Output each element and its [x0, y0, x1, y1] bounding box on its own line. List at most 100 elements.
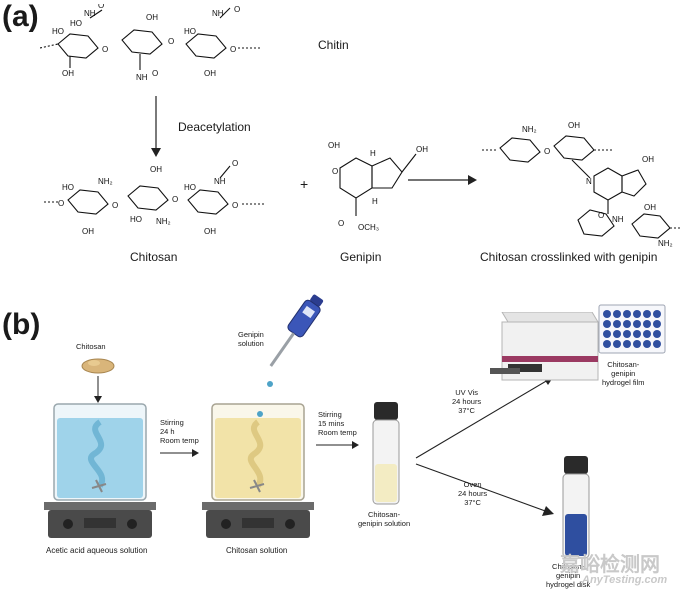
- watermark-en: AnyTesting.com: [582, 574, 668, 586]
- svg-text:OH: OH: [642, 155, 654, 164]
- svg-text:NH: NH: [84, 9, 96, 18]
- svg-text:O: O: [230, 45, 236, 54]
- chitosan-structure: O NH₂ HO OH O OH HO NH₂ O NH O HO OH O: [44, 159, 264, 236]
- blue-solution: [57, 418, 143, 498]
- svg-text:NH₂: NH₂: [522, 125, 537, 134]
- step2-arrow: [316, 441, 359, 449]
- vial-hydrogel-disk: [562, 456, 590, 559]
- yellow-solution: [215, 418, 301, 498]
- beaker-chitosan-solution: [202, 403, 314, 538]
- svg-text:OH: OH: [328, 141, 340, 150]
- svg-text:N: N: [586, 177, 592, 186]
- svg-text:O: O: [172, 195, 178, 204]
- svg-text:OCH₃: OCH₃: [358, 223, 379, 232]
- genipin-structure: OH O OH H H O OCH₃: [328, 141, 428, 232]
- svg-text:H: H: [370, 149, 376, 158]
- svg-text:HO: HO: [62, 183, 74, 192]
- panel-a-label: (a): [2, 0, 39, 33]
- svg-text:OH: OH: [568, 121, 580, 130]
- svg-text:OH: OH: [644, 203, 656, 212]
- svg-text:O: O: [112, 201, 118, 210]
- svg-text:NH₂: NH₂: [98, 177, 113, 186]
- chitosan-powder: [81, 358, 115, 374]
- step1-text: Stirring 24 h Room temp: [160, 418, 199, 445]
- svg-text:O: O: [544, 147, 550, 156]
- deacetylation-arrow: [151, 96, 161, 157]
- step2-line-2: 15 mins: [318, 419, 345, 428]
- hydrogel-disk: [565, 514, 587, 556]
- svg-text:O: O: [232, 159, 238, 168]
- beaker1-caption: Acetic acid aqueous solution: [46, 546, 148, 555]
- beaker2-caption: Chitosan solution: [226, 546, 288, 555]
- step2-line-3: Room temp: [318, 428, 357, 437]
- svg-text:OH: OH: [204, 227, 216, 236]
- watermark-cn: 嘉峪检测网: [560, 552, 660, 576]
- chitin-ring-3: HO NH O OH: [184, 5, 240, 78]
- svg-text:OH: OH: [82, 227, 94, 236]
- svg-text:H: H: [372, 197, 378, 206]
- svg-text:O: O: [598, 211, 604, 220]
- svg-text:OH: OH: [146, 13, 158, 22]
- uv-line-1: UV Vis: [455, 388, 478, 397]
- oven-line-3: 37°C: [464, 498, 481, 507]
- svg-text:HO: HO: [184, 183, 196, 192]
- svg-text:HO: HO: [130, 215, 142, 224]
- svg-text:O: O: [152, 69, 158, 78]
- svg-text:NH₂: NH₂: [156, 217, 171, 226]
- oven-route-text: Oven 24 hours 37°C: [458, 480, 487, 507]
- svg-text:O: O: [332, 167, 338, 176]
- genipin-pipette: [267, 294, 324, 387]
- chitin-label: Chitin: [318, 38, 349, 52]
- svg-text:OH: OH: [150, 165, 162, 174]
- svg-text:O: O: [234, 5, 240, 14]
- svg-text:OH: OH: [204, 69, 216, 78]
- powder-arrow: [94, 376, 102, 403]
- step1-line-1: Stirring: [160, 418, 184, 427]
- deacetylation-label: Deacetylation: [178, 120, 251, 134]
- disk-caption-line-2: genipin: [556, 571, 581, 580]
- film-caption-line-3: hydrogel film: [602, 378, 645, 387]
- svg-text:O: O: [58, 199, 64, 208]
- uv-vis-instrument: [490, 312, 599, 381]
- step2-text: Stirring 15 mins Room temp: [318, 410, 357, 437]
- step1-arrow: [160, 449, 199, 457]
- svg-text:HO: HO: [70, 19, 82, 28]
- genipin-line-1: Genipin: [238, 330, 264, 339]
- svg-text:O: O: [232, 201, 238, 210]
- beaker-acetic-acid: [44, 403, 156, 538]
- film-caption-line-1: Chitosan-: [607, 360, 640, 369]
- chitin-ring-1: HO HO NH O OH: [52, 4, 104, 78]
- svg-text:O: O: [102, 45, 108, 54]
- svg-text:NH: NH: [212, 9, 224, 18]
- vial-caption: Chitosan- genipin solution: [358, 510, 410, 528]
- genipin-label: Genipin: [340, 250, 382, 264]
- reaction-arrow: [408, 175, 477, 185]
- vial-caption-line-1: Chitosan-: [368, 510, 401, 519]
- chitin-ring-2: OH NH O: [121, 13, 163, 82]
- chitosan-label: Chitosan: [130, 250, 178, 264]
- step1-line-2: 24 h: [160, 427, 175, 436]
- oven-line-2: 24 hours: [458, 489, 488, 498]
- oven-line-1: Oven: [463, 480, 482, 489]
- vial-solution: [372, 402, 400, 505]
- svg-text:HO: HO: [52, 27, 64, 36]
- svg-text:O: O: [98, 4, 104, 10]
- svg-text:OH: OH: [62, 69, 74, 78]
- step2-line-1: Stirring: [318, 410, 342, 419]
- panel-b-label: (b): [2, 308, 41, 341]
- svg-text:O: O: [168, 37, 174, 46]
- svg-text:NH₂: NH₂: [658, 239, 673, 248]
- disk-caption-line-3: hydrogel disk: [546, 580, 591, 589]
- film-caption: Chitosan- genipin hydrogel film: [602, 360, 645, 387]
- vial-caption-line-2: genipin solution: [358, 519, 411, 528]
- svg-text:HO: HO: [184, 27, 196, 36]
- chitin-structure: HO HO NH O OH O OH NH O O HO NH O OH O: [40, 4, 260, 82]
- film-caption-line-2: genipin: [611, 369, 636, 378]
- svg-text:NH: NH: [136, 73, 148, 82]
- plus-sign: +: [300, 176, 309, 192]
- svg-text:OH: OH: [416, 145, 428, 154]
- uv-line-2: 24 hours: [452, 397, 482, 406]
- chitosan-powder-label: Chitosan: [76, 342, 106, 351]
- genipin-solution-text: Genipin solution: [238, 330, 264, 348]
- genipin-line-2: solution: [238, 339, 264, 348]
